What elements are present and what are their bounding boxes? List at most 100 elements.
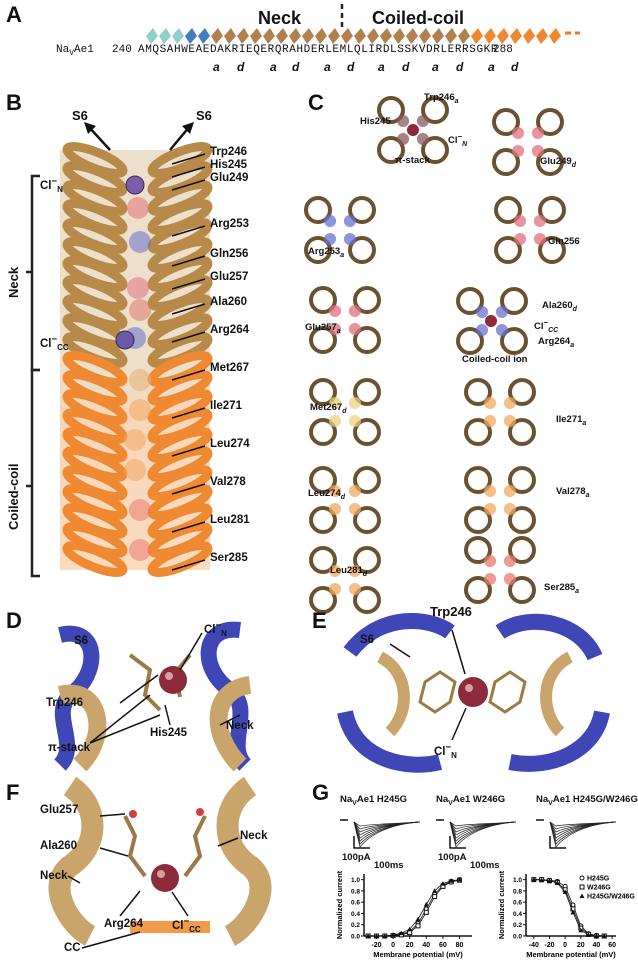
c-label-glu257: Glu257a [305,322,341,335]
d-trp246: Trp246 [46,697,84,709]
legend-marker [579,875,585,881]
b-residue-label: Leu274 [210,438,250,450]
c-label-gln256: Gln256 [548,236,580,247]
y-tick-label: 1.0 [351,877,360,884]
x-tick-label: 40 [593,942,601,949]
data-point [601,933,607,938]
x-tick-label: 20 [577,942,585,949]
legend-entry: H245G [587,876,610,883]
d-cl-n: Cl−N [204,620,227,639]
panel-label-d: D [6,608,22,633]
f-neck-left: Neck [40,870,68,882]
heptad-letter: a [270,60,277,74]
data-point [415,923,421,929]
heptad-letter: d [237,60,245,74]
data-point [531,877,537,882]
y-tick-label: 0.0 [513,934,522,941]
d-pi-stack: π-stack [48,742,91,754]
heptad-letter: a [432,60,439,74]
x-tick-label: 20 [406,942,414,949]
data-point [448,878,454,883]
panel-label-e: E [312,608,327,633]
data-point [382,933,388,938]
y-tick-label: 0.2 [351,922,360,929]
heptad-letter: d [347,60,355,74]
data-point [432,888,438,893]
data-point [554,880,560,886]
data-point [457,877,463,882]
c-label-trp: Trp246a [424,92,459,105]
b-residue-label: Ile271 [210,400,242,412]
y-axis-label: Normalized current [497,870,506,939]
f-ala260: Ala260 [40,840,78,852]
c-label-leu274: Leu274d [308,488,346,501]
x-tick-label: -20 [544,942,554,949]
data-point [578,927,584,933]
c-label-leu281: Leu281d [330,565,368,578]
sequence: AMQSAHWEAEDAKRIEQERQRAHDERLEMLQLIRDLSSKV… [138,44,499,56]
legend-entry: H245G/W246G [587,894,635,901]
panel-label-b: B [6,90,22,115]
data-point [593,933,599,938]
panel-label-c: C [308,90,324,115]
panel-label-f: F [6,780,20,805]
c-label-ala260: Ala260d [542,300,577,313]
d-his245: His245 [150,727,188,739]
series-line [368,879,460,937]
g-scale-time: 100ms [470,860,500,871]
heptad-letter: a [378,60,385,74]
c-label-glu249: Glu249d [540,156,576,169]
x-tick-label: 60 [439,942,447,949]
y-tick-label: 0.8 [351,888,360,895]
b-s6-left: S6 [72,108,88,123]
heptad-letter: a [324,60,331,74]
x-tick-label: 40 [422,942,430,949]
b-residue-label: Ala260 [210,296,248,308]
b-coiled-coil-label: Coiled-coil [6,463,21,530]
b-residue-label: Gln256 [210,248,249,260]
b-cl-n: Cl−N [40,176,63,195]
d-s6: S6 [74,635,89,647]
d-neck: Neck [226,720,254,732]
data-point [390,932,396,937]
b-residue-label: Glu249 [210,172,249,184]
y-tick-label: 0.6 [351,900,360,907]
f-neck-right: Neck [240,830,268,842]
g-scale-current: 100pA [342,852,371,863]
b-s6-right: S6 [196,108,212,123]
c-label-met267: Met267d [310,402,347,415]
y-tick-label: 0.2 [513,922,522,929]
g-current-traces [340,819,617,849]
y-tick-label: 0.4 [351,911,360,918]
heptad-letter: a [488,60,495,74]
heptad-letter: d [456,60,464,74]
x-tick-label: -40 [529,942,539,949]
b-residue-label: Ser285 [210,552,248,564]
y-tick-label: 1.0 [513,877,522,884]
data-point [373,933,379,938]
data-point [546,878,552,883]
c-label-his: His245 [360,116,391,127]
panel-d-closeup [53,621,252,772]
f-arg264: Arg264 [104,918,143,930]
y-tick-label: 0.0 [351,934,360,941]
f-cl-cc: Cl−CC [172,916,201,935]
heptad-letter: d [511,60,519,74]
legend-entry: W246G [587,885,611,892]
b-residue-label: Arg253 [210,218,249,230]
x-tick-label: 80 [456,942,464,949]
panel-e-topview [337,612,610,773]
c-label-cc_ion: Coiled-coil ion [462,354,528,365]
g-trace-title: NaVAe1 W246G [436,794,506,807]
legend-marker [579,893,585,898]
b-residue-label: Trp246 [210,146,248,158]
y-axis-label: Normalized current [335,870,344,939]
c-label-clcc: Cl−CC [534,318,559,335]
e-trp246: Trp246 [430,604,472,619]
neck-title: Neck [258,8,302,28]
c-label-arg264: Arg264a [538,336,575,349]
b-cl-cc: Cl−CC [40,334,69,353]
panel-a-helix-graphic [146,4,580,44]
